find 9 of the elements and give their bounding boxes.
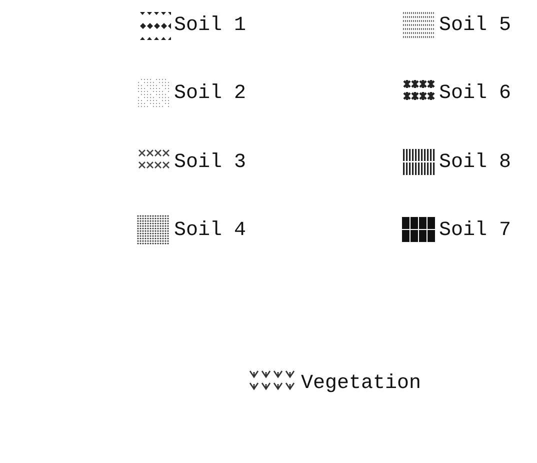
legend-label: Soil 5 — [439, 14, 512, 36]
legend-label: Soil 4 — [174, 218, 246, 242]
legend-label: Soil 6 — [439, 82, 512, 104]
legend-label: Soil 8 — [439, 150, 512, 174]
legend-label: Soil 7 — [439, 218, 512, 242]
legend-label: Vegetation — [301, 372, 422, 394]
legend-label: Soil 3 — [174, 150, 246, 174]
legend-label: Soil 2 — [174, 82, 246, 104]
legend-label: Soil 1 — [174, 14, 246, 36]
